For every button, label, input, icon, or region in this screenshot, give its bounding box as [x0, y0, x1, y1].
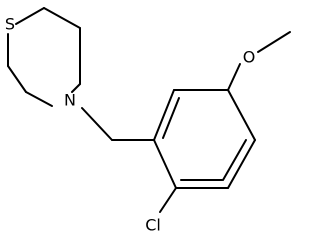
bond-ar1-ar2: [153, 89, 175, 141]
bond-s-c1: [15, 7, 45, 25]
molecule-structure: S N O Cl: [5, 7, 291, 235]
atom-label-oxygen: O: [243, 48, 256, 67]
structure-canvas: S N O Cl: [4, 7, 291, 235]
thiomorpholine-ring: [7, 7, 81, 107]
bond-n-ch2: [81, 107, 113, 141]
benzene-ring: [153, 89, 256, 189]
methylene-linker: [81, 107, 155, 141]
methoxy-group: [227, 31, 291, 91]
bond-ar4-ar5-inner: [222, 139, 247, 181]
bond-o-ch3: [257, 31, 291, 53]
bond-ar1-ar2-inner: [162, 97, 180, 139]
chloro-group: [159, 187, 177, 213]
bond-c3-n: [71, 83, 81, 93]
bond-ar3-ar4: [227, 89, 256, 141]
bond-ar6-ar1: [153, 139, 177, 189]
bond-c1-c2: [43, 7, 81, 29]
bond-ar4-ar5: [227, 139, 256, 189]
atom-label-nitrogen: N: [64, 91, 76, 110]
atom-label-chlorine: Cl: [145, 216, 161, 235]
bond-ar3-o: [227, 63, 241, 91]
bond-n-c4: [25, 91, 53, 107]
bond-c4-c5: [7, 65, 27, 93]
bond-ar6-cl: [159, 187, 177, 213]
atom-label-sulfur: S: [5, 15, 15, 34]
